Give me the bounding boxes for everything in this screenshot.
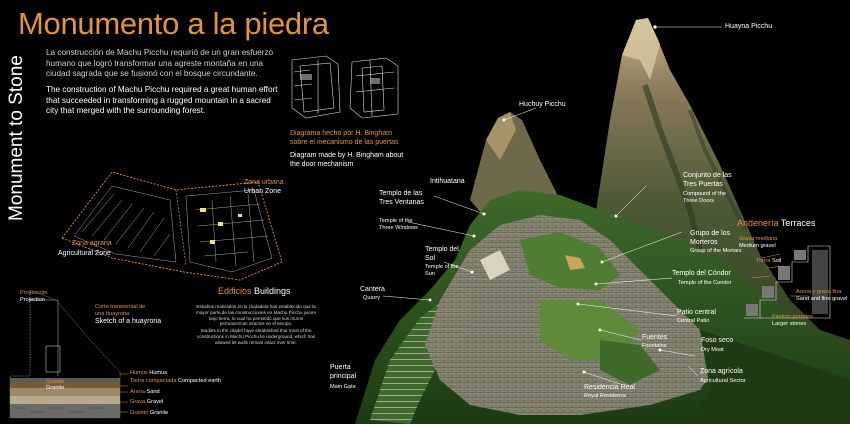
intro-spanish: La construcción de Machu Picchu requirió… — [46, 48, 274, 79]
label-residencia-es: Residencia Real — [584, 384, 635, 391]
label-templo-sol-en: Temple of the Sun — [425, 264, 459, 277]
cut-es: Corte transversal de una huayrona — [95, 304, 146, 317]
label-foso-es: Foso seco — [701, 337, 734, 344]
label-tres-puertas-es: Conjunto de las Tres Puertas — [683, 172, 732, 188]
label-intihuatana: Intihuatana — [430, 178, 465, 185]
label-huayna-picchu: Huayna Picchu — [725, 23, 773, 30]
label-tres-ventanas-en: Temple of the Three Windows — [379, 218, 418, 231]
label-tres-ventanas-es: Templo de las Tres Ventanas — [379, 190, 424, 206]
projection-es: Proyección — [20, 290, 48, 296]
label-fuentes-en: Fountains — [642, 343, 667, 349]
layer-humus: Humus Humus — [130, 370, 167, 376]
label-tres-puertas-en: Compound of the Three Doors — [683, 191, 726, 204]
layer-sand: Arena Sand — [130, 389, 160, 395]
urban-zone-es: Zona urbana — [244, 179, 284, 186]
zone-outline — [61, 171, 283, 281]
label-condor-en: Temple of the Condor — [678, 280, 732, 286]
label-patio-en: Central Patio — [677, 318, 710, 324]
terraces-title: Andenería Terraces — [737, 218, 816, 228]
diagram-caption-es: Diagrama hecho por H. Bingham sobre el m… — [290, 130, 399, 146]
agri-zone-es: Zona agraria — [72, 240, 112, 247]
layer-gravel: Grava Gravel — [130, 399, 164, 405]
label-foso-en: Dry Moat — [701, 347, 724, 353]
buildings-para-en: Studies in the citadel have established … — [196, 328, 316, 345]
diagram-caption-en: Diagram made by H. Bingham about the doo… — [290, 152, 404, 168]
buildings-para-es: Estudios realizados en la ciudadela han … — [196, 304, 317, 327]
label-cantera-es: Cantera — [360, 286, 385, 293]
granite-label-es: Granito — [46, 379, 65, 385]
layer-compacted: Tierra compactada Compacted earth — [130, 378, 221, 384]
buildings-title: Edificios Buildings — [218, 286, 291, 296]
label-residencia-en: Royal Residence — [584, 393, 627, 399]
label-condor-es: Templo del Cóndor — [672, 270, 731, 277]
page-title: Monumento a la piedra — [18, 6, 329, 41]
label-patio-es: Patio central — [677, 309, 716, 316]
label-agricola-en: Agricultural Sector — [700, 378, 746, 384]
label-morteros-en: Group of the Mortars — [690, 248, 742, 254]
label-morteros-es: Grupo de los Morteros — [690, 230, 731, 246]
label-cantera-en: Quarry — [363, 295, 381, 301]
vertical-title: Monument to Stone — [6, 55, 27, 221]
label-huchuy-picchu: Huchuy Picchu — [519, 101, 566, 108]
agri-zone-en: Agricultural Zone — [58, 250, 111, 257]
cut-en: Sketch of a huayrona — [95, 318, 162, 325]
granite-label-en: Granite — [46, 385, 65, 391]
label-fuentes-es: Fuentes — [642, 334, 668, 341]
layer-granite: Granito Granite — [130, 410, 169, 416]
urban-zone-en: Urban Zone — [244, 188, 281, 195]
label-puerta-es: Puerta principal — [330, 364, 357, 380]
projection-en: Projection — [20, 297, 45, 303]
terraces-soil: Tierra Soil — [756, 258, 782, 264]
intro-english: The construction of Machu Picchu require… — [46, 85, 278, 116]
label-templo-sol-es: Templo del Sol — [425, 246, 459, 262]
label-agricola-es: Zona agrícola — [700, 368, 743, 375]
label-puerta-en: Main Gate — [330, 384, 356, 390]
